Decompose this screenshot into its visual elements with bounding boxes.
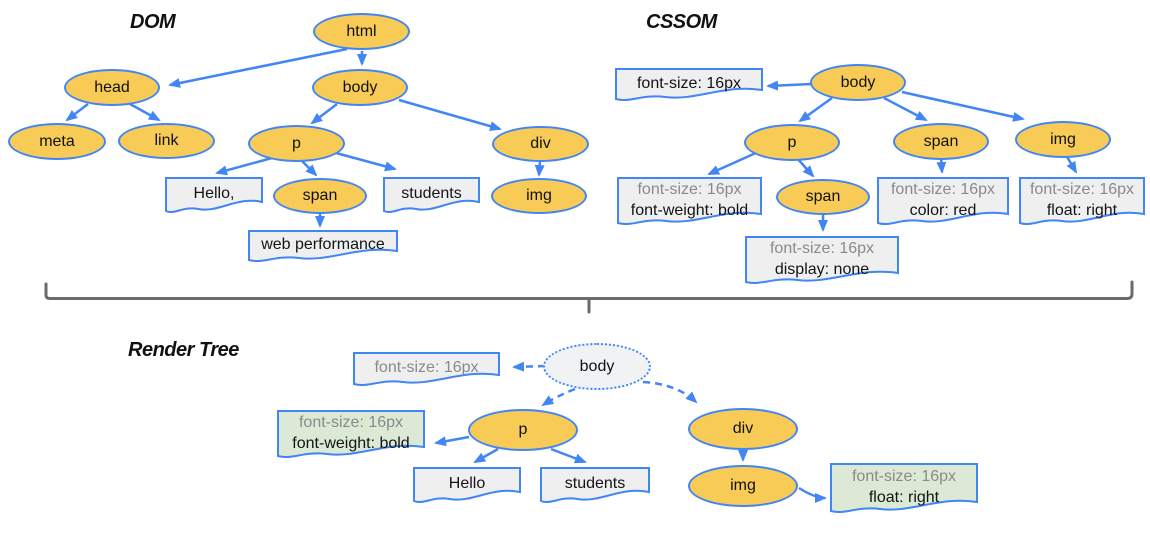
dom-node-body-label: body <box>342 78 378 96</box>
render-rule-p: font-size: 16px font-weight: bold <box>277 410 425 458</box>
cssom-rule-img: font-size: 16px float: right <box>1019 177 1145 225</box>
dom-node-span-label: span <box>302 187 338 204</box>
arrow-render-img-rule <box>798 486 827 503</box>
arrow-p-students <box>335 151 397 172</box>
arrow-cssom-p-span <box>796 157 815 178</box>
cssom-node-span: span <box>893 123 989 160</box>
combine-bracket <box>44 280 1134 300</box>
dom-node-meta-label: meta <box>39 132 75 150</box>
render-rule-body: font-size: 16px <box>353 352 500 386</box>
render-node-img-label: img <box>730 477 756 494</box>
render-rule-img: font-size: 16px float: right <box>830 463 978 513</box>
arrow-cssom-p-rule <box>707 150 759 176</box>
cssom-node-img-label: img <box>1050 130 1076 148</box>
cssom-node-p: p <box>744 124 840 161</box>
dom-node-head-label: head <box>94 78 130 96</box>
cssom-node-span-nested: span <box>776 179 870 215</box>
arrow-cssom-body-rule <box>766 80 813 91</box>
cssom-rule-span-nested: font-size: 16px display: none <box>745 236 899 284</box>
render-rule-img-line2: float: right <box>868 488 940 506</box>
arrow-cssom-body-span <box>883 96 928 122</box>
render-node-body: body <box>543 343 651 390</box>
dom-textnode-students: students <box>383 177 480 213</box>
dom-textnode-hello: Hello, <box>165 177 263 213</box>
arrow-cssom-body-p <box>798 96 833 123</box>
arrow-p-span <box>300 159 318 177</box>
cssom-node-span-nested-label: span <box>805 188 841 205</box>
render-textnode-hello-label: Hello <box>448 475 486 492</box>
cssom-node-img: img <box>1015 121 1111 158</box>
cssom-node-body: body <box>810 64 906 101</box>
cssom-rule-body: font-size: 16px <box>615 68 763 101</box>
render-node-div: div <box>688 408 798 450</box>
render-rule-p-line2: font-weight: bold <box>292 434 410 452</box>
render-node-div-label: div <box>732 420 754 437</box>
arrow-cssom-body-img <box>901 90 1025 122</box>
cssom-section-title: CSSOM <box>646 11 717 33</box>
render-node-p-label: p <box>518 421 528 438</box>
dom-node-p: p <box>248 125 345 162</box>
dom-node-img-label: img <box>526 187 552 204</box>
cssom-rule-p: font-size: 16px font-weight: bold <box>617 177 762 225</box>
dom-node-div: div <box>492 126 589 162</box>
arrow-render-p-rule <box>434 435 470 447</box>
arrow-head-link <box>129 102 161 122</box>
dom-node-html: html <box>313 13 410 50</box>
cssom-node-body-label: body <box>840 73 876 91</box>
arrow-render-p-hello <box>473 447 499 464</box>
arrow-html-head <box>168 47 348 88</box>
cssom-node-span-label: span <box>923 132 959 150</box>
render-textnode-hello: Hello <box>413 467 521 503</box>
dom-node-div-label: div <box>530 135 551 152</box>
render-rule-body-line1: font-size: 16px <box>374 359 479 376</box>
dom-textnode-students-label: students <box>401 185 462 202</box>
arrow-p-hello <box>215 156 273 176</box>
render-tree-section-title: Render Tree <box>128 339 239 361</box>
dom-node-body: body <box>312 69 408 106</box>
cssom-rule-span-nested-line2: display: none <box>774 260 870 278</box>
cssom-rule-p-line2: font-weight: bold <box>630 201 749 219</box>
cssom-rule-span-line2: color: red <box>909 201 977 219</box>
dom-textnode-hello-label: Hello, <box>193 185 235 202</box>
arrow-render-body-rule <box>512 361 546 372</box>
arrow-div-img <box>534 160 545 177</box>
arrow-render-body-p <box>541 387 576 407</box>
render-textnode-students-label: students <box>564 475 626 492</box>
render-rule-img-line1: font-size: 16px <box>851 467 957 485</box>
dom-node-link: link <box>118 123 215 159</box>
render-rule-p-line1: font-size: 16px <box>298 413 404 431</box>
cssom-rule-span: font-size: 16px color: red <box>877 177 1009 225</box>
dom-section-title: DOM <box>130 11 176 33</box>
dom-node-html-label: html <box>346 22 377 40</box>
cssom-rule-span-nested-line1: font-size: 16px <box>769 239 875 257</box>
arrow-render-body-div <box>642 380 698 404</box>
dom-node-link-label: link <box>154 132 179 149</box>
dom-textnode-web-performance-label: web performance <box>261 236 385 253</box>
arrow-body-p <box>310 103 338 125</box>
dom-node-p-label: p <box>292 134 301 152</box>
cssom-rule-img-line2: float: right <box>1046 201 1118 219</box>
dom-node-meta: meta <box>8 123 106 160</box>
cssom-rule-img-line1: font-size: 16px <box>1029 180 1135 198</box>
dom-textnode-web-performance: web performance <box>248 230 398 262</box>
arrow-head-meta <box>65 103 89 122</box>
render-node-img: img <box>688 465 798 507</box>
cssom-rule-p-line1: font-size: 16px <box>637 180 742 198</box>
arrow-render-p-students <box>550 447 587 464</box>
cssom-rule-span-line1: font-size: 16px <box>890 180 996 198</box>
cssom-rule-body-line1: font-size: 16px <box>636 74 742 92</box>
dom-node-span: span <box>273 178 367 214</box>
dom-node-img: img <box>491 178 587 214</box>
dom-node-head: head <box>64 69 160 106</box>
arrow-body-div <box>398 98 502 132</box>
render-node-body-label: body <box>579 357 615 375</box>
render-textnode-students: students <box>540 467 650 503</box>
render-node-p: p <box>468 409 578 451</box>
cssom-node-p-label: p <box>787 133 797 151</box>
